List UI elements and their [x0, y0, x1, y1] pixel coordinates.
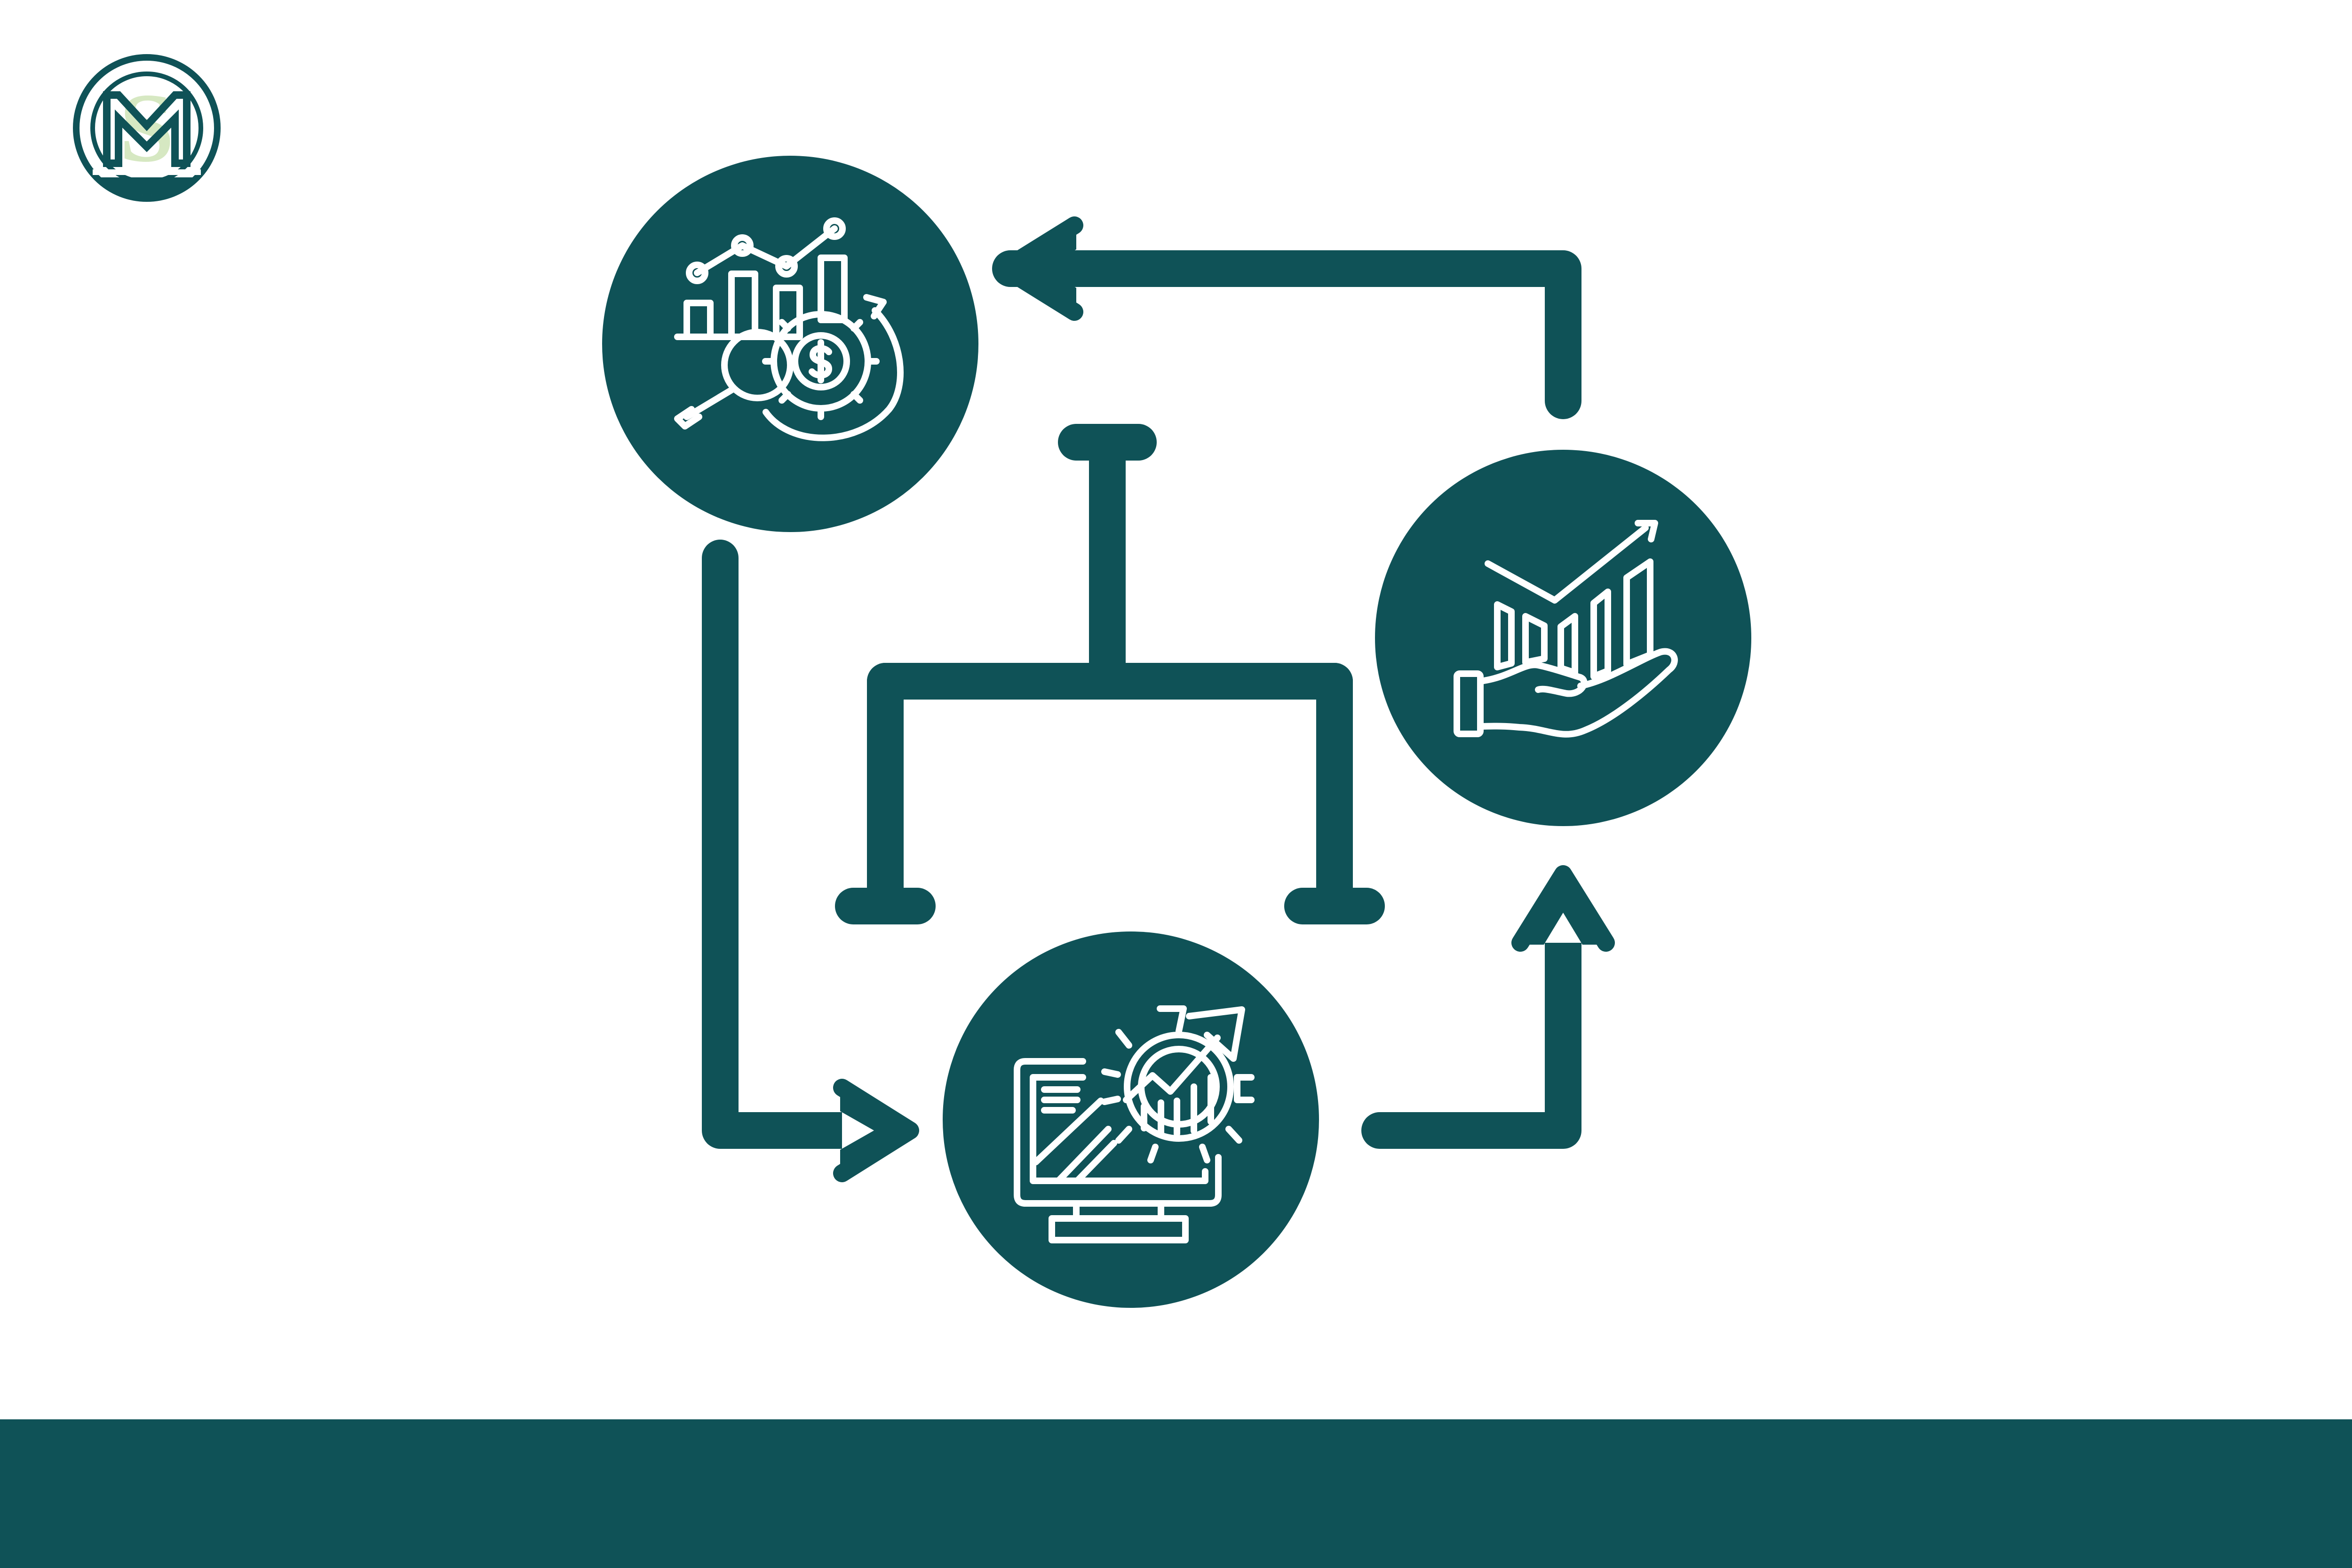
computer-gear-growth-chart-icon: [1014, 1005, 1255, 1243]
footer-band: [0, 1419, 2352, 1568]
node-circle: [943, 931, 1319, 1308]
node-financial-growth: [1375, 450, 1751, 826]
ms-monogram-logo: S: [73, 54, 221, 202]
node-analyze-finances: [602, 156, 978, 532]
node-circle: [602, 156, 978, 532]
connector-growth-to-analyze: [992, 250, 1581, 419]
branching-bracket-symbol: [835, 424, 1385, 924]
connector-monitoring-to-growth: [1361, 876, 1581, 1149]
node-investment-monitoring: [943, 931, 1319, 1308]
chart-gear-dollar-magnifier-icon: [674, 217, 904, 441]
connector-analyze-to-monitoring: [702, 540, 892, 1149]
hand-holding-rising-bar-chart-icon: [1454, 520, 1678, 738]
